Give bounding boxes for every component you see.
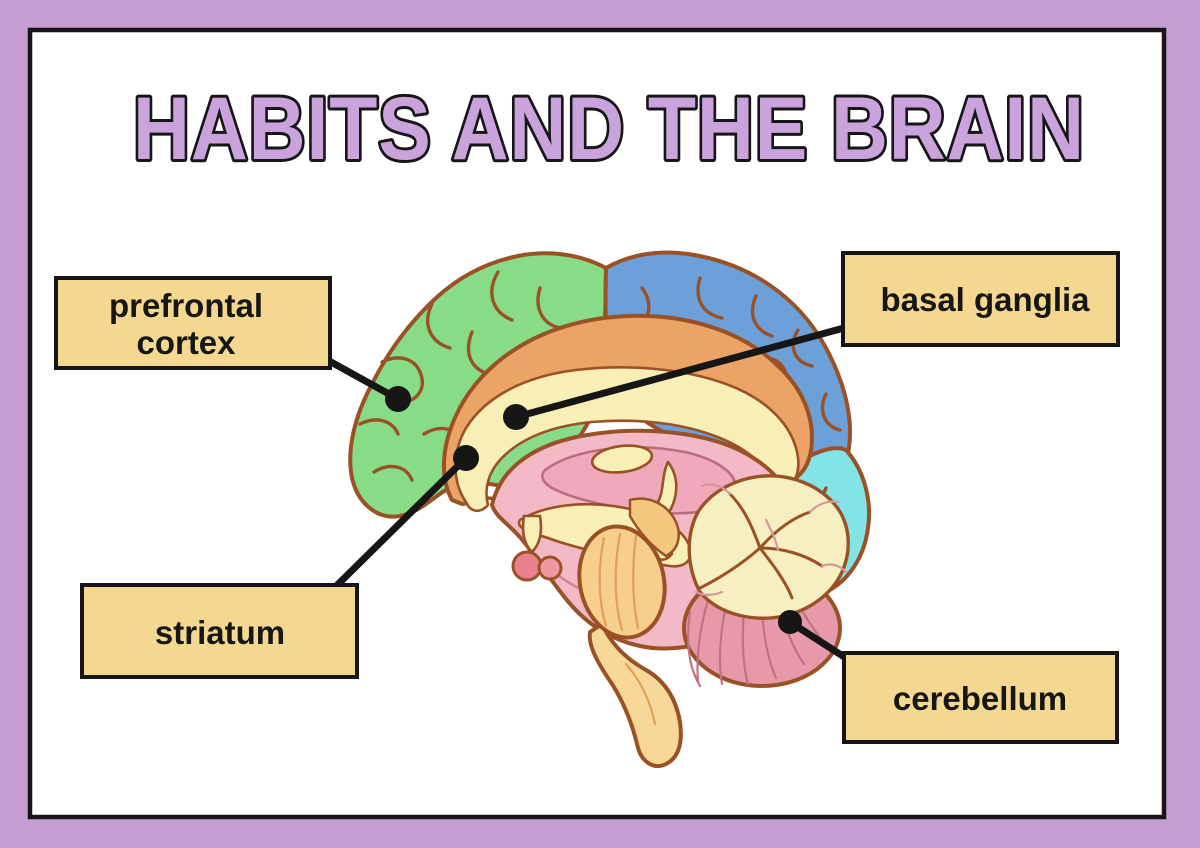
label-boxes: prefrontal cortex basal ganglia striatum… — [54, 251, 1120, 744]
label-text-basal-ganglia: basal ganglia — [880, 281, 1090, 318]
leader-dot-basal-ganglia-brain — [503, 404, 529, 430]
leader-dot-prefrontal-brain — [385, 386, 411, 412]
label-text-prefrontal-line2: cortex — [136, 324, 236, 361]
cerebellum-stripes — [687, 598, 828, 688]
label-box-prefrontal-cortex — [54, 276, 332, 370]
page-title: HABITS AND THE BRAIN — [133, 78, 1085, 178]
leader-line-basal-ganglia — [512, 318, 870, 421]
brainstem-cord — [587, 622, 683, 768]
gyri-lines-parietal — [630, 276, 842, 432]
leader-dot-striatum-brain — [453, 445, 479, 471]
cord-inner-line — [624, 662, 657, 726]
label-box-striatum — [80, 583, 359, 679]
pituitary-gland — [511, 550, 543, 582]
label-text-cerebellum: cerebellum — [893, 680, 1067, 717]
leader-dot-cerebellum-brain — [778, 610, 802, 634]
label-box-cerebellum — [842, 651, 1119, 744]
pituitary-lobe — [537, 555, 563, 581]
pons-stripes — [598, 532, 640, 632]
arbor-vitae-branches-dark — [698, 492, 824, 600]
leader-line-striatum — [312, 454, 470, 610]
label-text-prefrontal-line1: prefrontal — [109, 287, 263, 324]
intermediate-mass — [590, 444, 654, 474]
label-text-striatum: striatum — [155, 614, 285, 651]
label-box-basal-ganglia — [841, 251, 1120, 347]
midbrain-wedge — [628, 497, 680, 558]
arbor-vitae-branches-light — [694, 483, 848, 597]
